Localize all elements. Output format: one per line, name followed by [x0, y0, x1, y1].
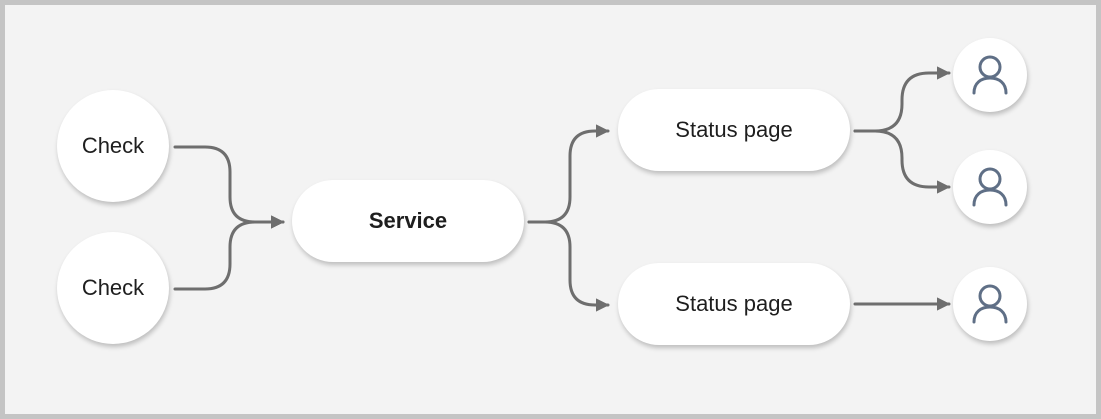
user-icon — [972, 284, 1008, 324]
check-node-2-label: Check — [81, 275, 145, 300]
user-icon — [972, 55, 1008, 95]
user-node-2 — [953, 150, 1027, 224]
connector-layer — [173, 66, 951, 312]
edge-check-1-to-service — [173, 145, 285, 229]
edge-status-page-1-to-user-1 — [853, 66, 951, 133]
edge-service-to-status-page-1 — [527, 124, 610, 224]
check-node-1: Check — [57, 90, 169, 202]
status-page-node-1-label: Status page — [675, 117, 793, 142]
user-node-3 — [953, 267, 1027, 341]
status-page-node-2: Status page — [618, 263, 850, 345]
status-page-node-2-label: Status page — [675, 291, 793, 316]
status-page-node-1: Status page — [618, 89, 850, 171]
check-node-1-label: Check — [81, 133, 145, 158]
user-node-1 — [953, 38, 1027, 112]
edge-service-to-status-page-2 — [527, 220, 610, 312]
service-node: Service — [292, 180, 524, 262]
service-node-label: Service — [368, 208, 448, 233]
check-node-2: Check — [57, 232, 169, 344]
edge-check-2-to-service — [173, 215, 285, 291]
user-icon — [972, 167, 1008, 207]
edge-status-page-1-to-user-2 — [853, 129, 951, 194]
